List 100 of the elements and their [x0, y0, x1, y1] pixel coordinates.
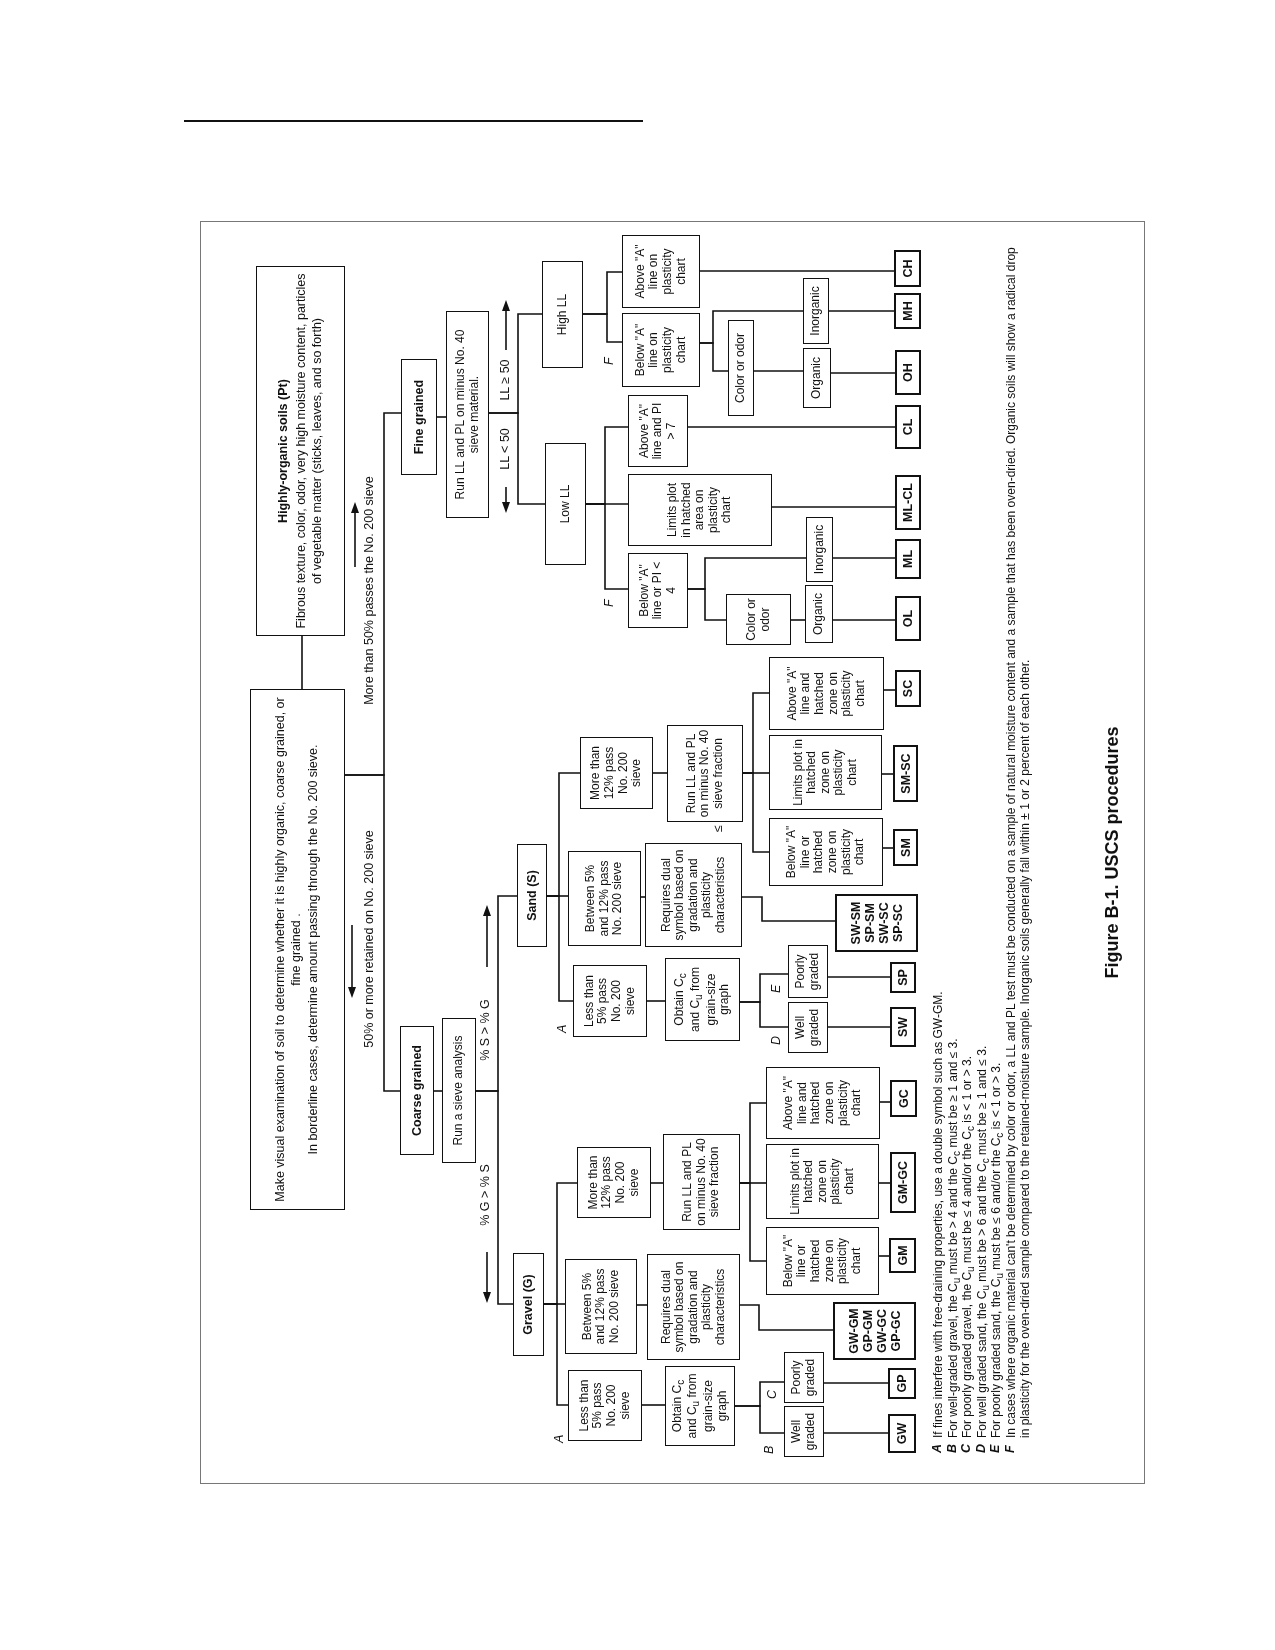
soil-symbol-box [893, 745, 918, 802]
soil-symbol: SW [896, 1016, 910, 1038]
soil-symbol: SP [896, 969, 910, 986]
soil-symbol: OL [901, 609, 915, 628]
soil-symbol: GP [895, 1374, 909, 1393]
box-text: Fine grained [411, 379, 427, 455]
box-text: High LL [555, 293, 570, 336]
process-box [573, 965, 647, 1037]
connector-line [741, 896, 836, 922]
process-box [442, 1018, 476, 1163]
connector-line [699, 270, 895, 272]
soil-symbol: GW-GM GP-GM GW-GC GP-GC [846, 1307, 903, 1356]
connector-line [742, 692, 770, 774]
process-box [568, 1370, 642, 1441]
process-box [400, 1026, 434, 1155]
soil-symbol: ML [901, 549, 915, 569]
connector-line [475, 895, 518, 1092]
connector-line [582, 271, 623, 315]
soil-symbol-box [890, 1007, 916, 1047]
soil-symbol: OH [901, 363, 915, 382]
connector-line [827, 976, 891, 978]
footnote-letter: B [944, 1443, 959, 1453]
soil-symbol-box [895, 539, 921, 579]
soil-symbol-box [895, 350, 921, 395]
process-box [663, 1134, 740, 1230]
process-box [622, 313, 700, 387]
process-box [788, 945, 828, 998]
box-text: Limits plot in hatched zone on plasticity chart [788, 1148, 857, 1215]
box-text: Less than 5% pass No. 200 sieve [577, 1378, 633, 1434]
box-text: Limits plot in hatched area on plasticity chart [666, 481, 734, 540]
connector-line [301, 635, 303, 690]
process-box [645, 843, 742, 947]
process-box [580, 737, 653, 809]
connector-line [739, 1102, 767, 1184]
connector-line [827, 1026, 891, 1028]
process-box [806, 517, 833, 582]
footnote-letter: D [973, 1443, 988, 1453]
connector-line [828, 310, 895, 312]
soil-symbol-box [890, 1152, 916, 1213]
process-box [545, 443, 586, 565]
footnote-letter: A [930, 1443, 944, 1453]
connector-line [436, 416, 447, 418]
box-text: Above "A" line on plasticity chart [633, 243, 689, 301]
soil-symbol: GM-GC [896, 1160, 910, 1205]
process-box [667, 725, 743, 822]
connector-line [344, 412, 402, 776]
process-box [622, 235, 700, 308]
process-box [665, 958, 740, 1041]
box-text: Make visual examination of soil to determine whether it is highly organic, coarse grained, or fine grained . [273, 696, 304, 1204]
connector-line [830, 372, 896, 374]
process-box [542, 261, 583, 368]
footnote-text: If fines interfere with free-draining properties, use a double symbol such as GW-GM. [931, 990, 946, 1438]
process-box [728, 320, 754, 416]
soil-symbol-box [890, 1080, 917, 1117]
connector-line [687, 557, 807, 590]
process-box [788, 1002, 828, 1053]
process-box [513, 1253, 544, 1356]
box-text: Run LL and PL on minus No. 40 sieve fraction [684, 729, 726, 818]
box-text: Organic [810, 357, 824, 399]
connector-line [881, 773, 894, 775]
process-box [766, 1067, 880, 1139]
box-text: Poorly graded [790, 1357, 818, 1399]
connector-line [883, 689, 896, 691]
process-box [577, 1147, 651, 1218]
soil-symbol: SM [898, 838, 913, 857]
box-text: Above "A" line and hatched zone on plasticity chart [785, 665, 868, 723]
connector-line [687, 426, 896, 428]
connector-line [585, 426, 629, 505]
soil-symbol-box [888, 1368, 916, 1399]
connector-line [739, 973, 789, 1003]
box-text: Color or odor [744, 598, 773, 641]
connector-line [882, 847, 894, 849]
connector-line [739, 1304, 834, 1331]
box-text: Between 5% and 12% pass No. 200 sieve [584, 859, 625, 939]
process-box [784, 1352, 824, 1403]
footnote-marker: E [769, 984, 783, 993]
box-text: Inorganic [812, 524, 827, 575]
box-text: Color or odor [734, 333, 748, 403]
box-text: Requires dual symbol based on gradation and plasticity characteristics [659, 1260, 728, 1355]
connector-line [823, 1432, 889, 1434]
box-text: In borderline cases, determine amount passing through the No. 200 sieve. [306, 744, 322, 1155]
connector-line [832, 619, 896, 621]
box-text: Below "A" line on plasticity chart [633, 322, 689, 379]
soil-symbol-box [890, 962, 916, 993]
soil-symbol: GW [895, 1422, 909, 1445]
footnote-text: In cases where organic material can't be determined by color or odor, a LL and PL test must be conducted on a sample of natural moisture content and a sample that has been oven-dried. Organic soils will show a radical drop in plasticity for the oven-dried sample compared to the retained-moisture sample. Inorganic soils generally fall within ± 1 or 2 percent of each other. [1003, 246, 1033, 1438]
connector-line [641, 1404, 666, 1406]
box-text: Limits plot in hatched zone on plasticity chart [791, 739, 860, 806]
soil-symbol: CL [901, 418, 915, 436]
box-heading: Highly-organic soils (Pt) [275, 379, 291, 523]
soil-symbol: GM [895, 1245, 910, 1266]
box-text: Well graded [794, 1007, 822, 1049]
soil-symbol-box [895, 405, 921, 449]
connector-line [636, 1304, 648, 1306]
box-text: Well graded [790, 1411, 818, 1453]
connector-line [790, 619, 806, 621]
box-text: Organic [812, 593, 826, 635]
box-text: Requires dual symbol based on gradation and plasticity characteristics [659, 848, 728, 943]
soil-symbol-box [894, 250, 921, 287]
connector-line [433, 1090, 443, 1092]
